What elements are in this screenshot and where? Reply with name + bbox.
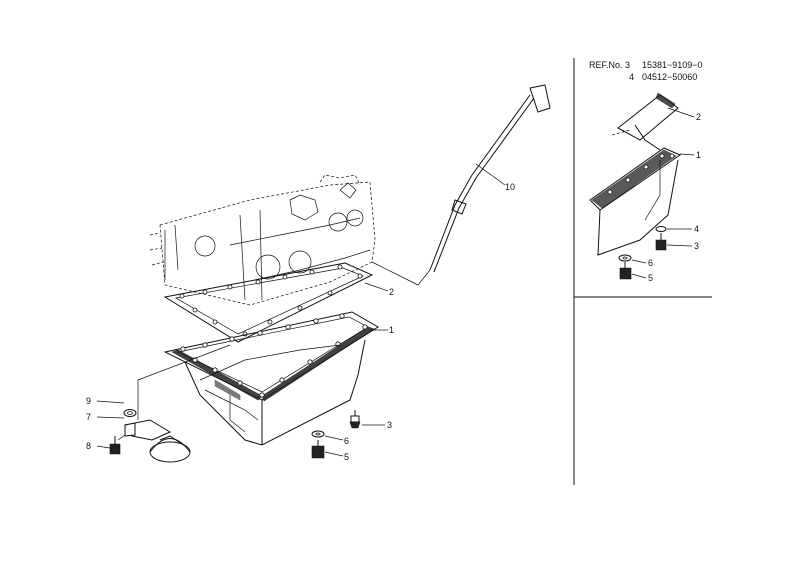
- inset-callout-3: 3: [694, 241, 699, 251]
- oil-pan: [163, 311, 379, 446]
- inset-callout-6: 6: [648, 258, 653, 268]
- callout-3: 3: [387, 420, 392, 430]
- callout-10: 10: [505, 182, 515, 192]
- washer-6: [311, 430, 325, 438]
- oil-strainer: [117, 344, 231, 463]
- inset-callout-2: 2: [696, 112, 701, 122]
- inset-callout-4: 4: [694, 224, 699, 234]
- callout-6: 6: [344, 436, 349, 446]
- callout-7: 7: [86, 412, 91, 422]
- callout-9: 9: [86, 396, 91, 406]
- inset-callout-5: 5: [648, 273, 653, 283]
- inset-callout-1: 1: [696, 150, 701, 160]
- inset-bolt-3: [655, 233, 667, 251]
- inset-washer-6: [618, 254, 632, 262]
- inset-washer-4: [655, 226, 667, 232]
- strainer-bolt-8: [109, 436, 121, 455]
- callout-5: 5: [344, 452, 349, 462]
- ref-line-2-part: 04512−50060: [642, 72, 697, 82]
- ref-line-1-part: 15381−9109−0: [642, 60, 703, 70]
- bolt-3: [349, 410, 361, 429]
- inset-oil-pan: [589, 124, 682, 256]
- inset-drain-plug-5: [619, 262, 632, 280]
- callout-2: 2: [389, 287, 394, 297]
- drain-plug-5: [311, 440, 325, 459]
- main-leaders: [96, 163, 506, 457]
- callout-8: 8: [86, 441, 91, 451]
- callout-1: 1: [389, 325, 394, 335]
- inset-gasket: [611, 92, 679, 141]
- oil-pan-gasket: [163, 262, 374, 343]
- ref-line-2-prefix: 4: [629, 72, 634, 82]
- inset-frame: [573, 58, 712, 485]
- inset-leaders: [631, 107, 695, 279]
- engine-block: [149, 174, 376, 306]
- oil-dipstick: [371, 84, 551, 286]
- ref-line-1-prefix: REF.No. 3: [589, 60, 630, 70]
